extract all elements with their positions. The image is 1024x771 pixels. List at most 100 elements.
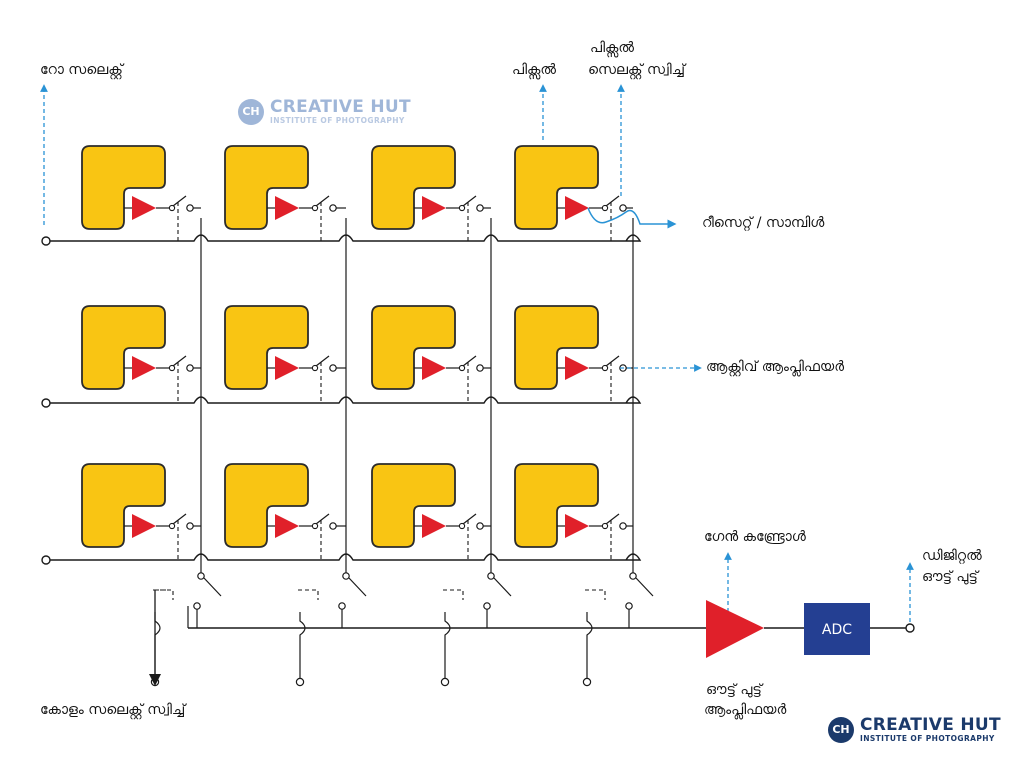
pixel-cell bbox=[224, 145, 346, 241]
digital-output-terminal bbox=[905, 623, 915, 633]
logo-name: CREATIVE HUT bbox=[270, 97, 411, 117]
switch-lever bbox=[315, 195, 330, 207]
switch-terminal bbox=[186, 364, 194, 372]
switch-lever bbox=[172, 355, 187, 367]
photodiode bbox=[514, 145, 599, 230]
row-terminal bbox=[41, 236, 51, 246]
column-switch-contact bbox=[625, 602, 633, 610]
pixel-amplifier-triangle bbox=[422, 514, 446, 538]
column-switch-contact bbox=[193, 602, 201, 610]
switch-contact bbox=[458, 204, 466, 212]
column-select-switch-label: കോളം സലെക്റ്റ് സ്വിച്ച് bbox=[40, 702, 186, 718]
switch-lever bbox=[605, 355, 620, 367]
pixel-select-switch-label-line1: പിക്സൽ bbox=[590, 40, 634, 56]
column-switch-lever bbox=[203, 577, 222, 597]
column-switch-lever bbox=[635, 577, 654, 597]
switch-lever bbox=[315, 355, 330, 367]
signal-arrows bbox=[40, 84, 914, 622]
switch-terminal bbox=[619, 522, 627, 530]
column-select-dashed bbox=[298, 589, 319, 600]
pixel-label: പിക്സൽ bbox=[512, 62, 556, 78]
column-select-terminal bbox=[440, 677, 450, 687]
switch-contact bbox=[311, 364, 319, 372]
logo-name: CREATIVE HUT bbox=[860, 715, 1001, 735]
logo-tagline: INSTITUTE OF PHOTOGRAPHY bbox=[860, 734, 995, 743]
column-select-line bbox=[299, 612, 306, 680]
photodiode bbox=[371, 305, 456, 390]
photodiode bbox=[224, 463, 309, 548]
row-bus-line bbox=[46, 553, 642, 561]
output-amplifier-label-line1: ഔട്ട് പുട്ട് bbox=[706, 682, 762, 698]
logo-tagline: INSTITUTE OF PHOTOGRAPHY bbox=[270, 116, 405, 125]
switch-contact bbox=[458, 522, 466, 530]
switch-contact bbox=[458, 364, 466, 372]
switch-lever bbox=[315, 513, 330, 525]
pixel-cell bbox=[81, 305, 201, 403]
pixel-cell bbox=[224, 463, 346, 560]
adc-label: ADC bbox=[822, 622, 852, 638]
reset-sample-label: റീസെറ്റ് / സാമ്പിൾ bbox=[702, 215, 825, 231]
active-amplifier-label: ആക്റ്റിവ് ആംപ്ലിഫയർ bbox=[706, 359, 844, 375]
switch-terminal bbox=[329, 364, 337, 372]
gain-control-label: ഗേൻ കണ്ട്രോൾ bbox=[704, 529, 806, 545]
switch-terminal bbox=[476, 204, 484, 212]
pixel-amplifier-triangle bbox=[275, 356, 299, 380]
pixel-amplifier-triangle bbox=[565, 514, 589, 538]
column-select-line bbox=[586, 612, 593, 680]
pixel-amplifier-triangle bbox=[275, 196, 299, 220]
column-select-dashed bbox=[153, 589, 174, 600]
switch-terminal bbox=[186, 522, 194, 530]
output-amplifier-label-line2: ആംപ്ലിഫയർ bbox=[704, 702, 787, 718]
pixel-cell bbox=[371, 463, 491, 560]
creative-hut-logo: CH CREATIVE HUT INSTITUTE OF PHOTOGRAPHY bbox=[828, 716, 1001, 743]
switch-contact bbox=[601, 522, 609, 530]
column-switch-lever bbox=[348, 577, 367, 597]
adc-block bbox=[804, 603, 870, 655]
row-terminal bbox=[41, 398, 51, 408]
switch-lever bbox=[462, 513, 477, 525]
switch-contact bbox=[168, 364, 176, 372]
switch-terminal bbox=[476, 522, 484, 530]
switch-lever bbox=[462, 195, 477, 207]
switch-terminal bbox=[329, 204, 337, 212]
column-switch-terminal bbox=[197, 572, 205, 580]
photodiode bbox=[371, 145, 456, 230]
switch-lever bbox=[462, 355, 477, 367]
pixel-grid bbox=[81, 145, 633, 560]
creative-hut-logo-icon: CH bbox=[238, 98, 264, 125]
column-switch-terminal bbox=[487, 572, 495, 580]
creative-hut-logo-icon: CH bbox=[828, 716, 854, 743]
column-select-dashed bbox=[443, 589, 464, 600]
photodiode bbox=[81, 145, 166, 230]
switch-terminal bbox=[476, 364, 484, 372]
pixel-cell bbox=[514, 305, 633, 403]
photodiode bbox=[224, 305, 309, 390]
creative-hut-watermark: CH CREATIVE HUT INSTITUTE OF PHOTOGRAPHY bbox=[238, 98, 411, 125]
column-select-terminal bbox=[582, 677, 592, 687]
switch-lever bbox=[172, 195, 187, 207]
photodiode bbox=[81, 463, 166, 548]
column-switch-terminal bbox=[629, 572, 637, 580]
switch-lever bbox=[605, 513, 620, 525]
column-switch-lever bbox=[493, 577, 512, 597]
photodiode bbox=[514, 463, 599, 548]
reset-sample-arrow bbox=[587, 207, 677, 229]
pixel-amplifier-triangle bbox=[565, 356, 589, 380]
switch-contact bbox=[311, 522, 319, 530]
column-select-arrowhead bbox=[149, 674, 161, 686]
pixel-amplifier-triangle bbox=[422, 196, 446, 220]
row-bus-line bbox=[46, 234, 642, 242]
digital-output-label-line1: ഡിജിറ്റൽ bbox=[922, 548, 982, 564]
photodiode bbox=[224, 145, 309, 230]
pixel-cell bbox=[81, 463, 201, 560]
switch-lever bbox=[172, 513, 187, 525]
output-amplifier-triangle bbox=[706, 600, 764, 658]
pixel-amplifier-triangle bbox=[422, 356, 446, 380]
output-blocks: ADC bbox=[706, 600, 915, 658]
switch-lever bbox=[605, 195, 620, 207]
pixel-amplifier-triangle bbox=[132, 356, 156, 380]
switch-contact bbox=[311, 204, 319, 212]
pixel-amplifier-triangle bbox=[132, 514, 156, 538]
readout-wiring bbox=[41, 218, 708, 687]
